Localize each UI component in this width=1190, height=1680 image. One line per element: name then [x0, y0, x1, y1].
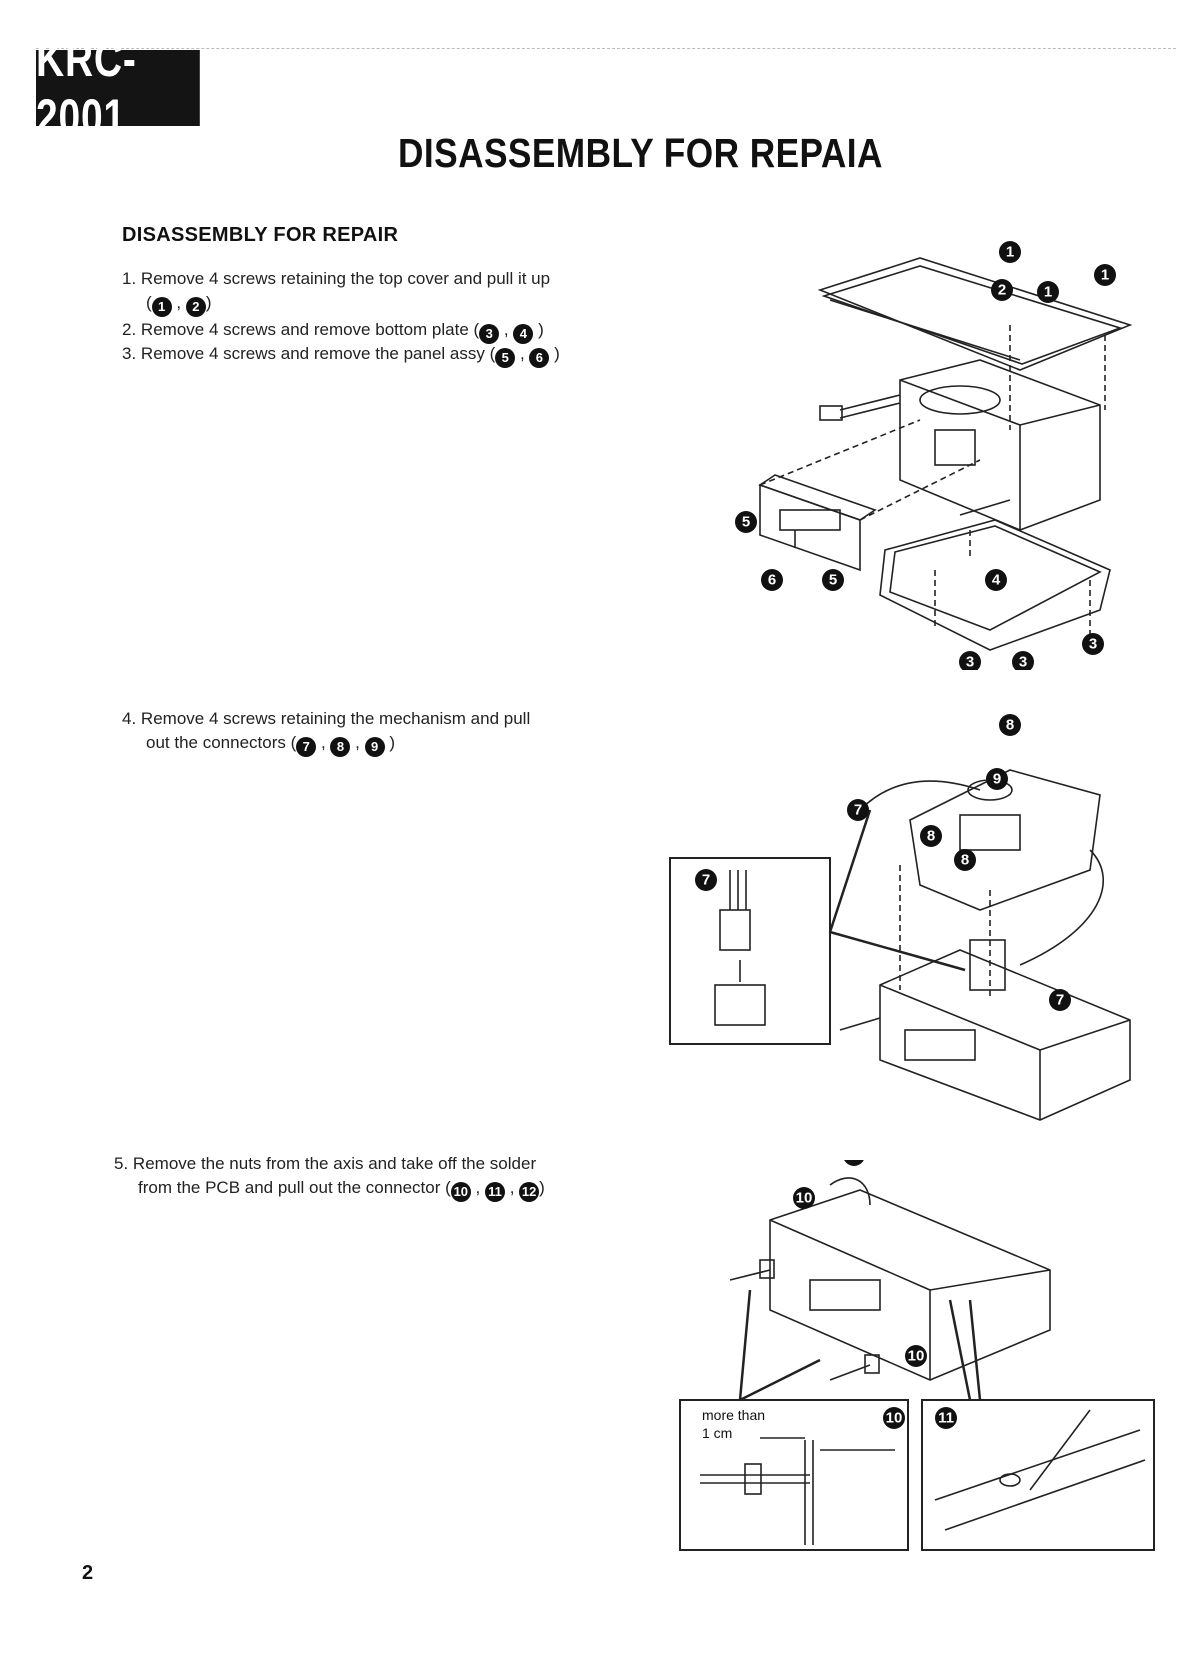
chassis-outline: [899, 359, 1101, 531]
callout-label: 7: [854, 802, 862, 819]
step-3: 3. Remove 4 screws and remove the panel …: [122, 342, 560, 368]
callout-label: 8: [927, 828, 935, 845]
callout-label: 4: [992, 572, 1001, 589]
paren-close: ): [554, 344, 560, 363]
step-5: 5. Remove the nuts from the axis and tak…: [114, 1152, 545, 1202]
fig3-callouts: 12 10 10 10 11: [793, 1160, 957, 1429]
callout-label: 9: [993, 771, 1001, 788]
step-number: 3.: [122, 344, 137, 363]
ref-badge: 3: [479, 324, 500, 344]
chassis-pcb-outline: [769, 1189, 1051, 1381]
ref-badge: 7: [296, 737, 317, 757]
step-1: 1. Remove 4 screws retaining the top cov…: [122, 267, 550, 317]
ref-badge: 12: [519, 1182, 540, 1202]
paren-close: ): [389, 733, 396, 752]
callout-label: 7: [702, 872, 710, 889]
bottom-plate-outline: [879, 519, 1111, 651]
callout-label: 1: [1006, 244, 1014, 261]
panel-assy-outline: [759, 483, 861, 572]
paren-close: ): [539, 1178, 545, 1197]
section-title: DISASSEMBLY FOR REPAIR: [122, 224, 399, 246]
page-number: 2: [82, 1562, 94, 1584]
page-title: DISASSEMBLY FOR REPAIA: [398, 130, 883, 176]
paren-close: ): [538, 320, 544, 339]
step-text: Remove 4 screws and remove bottom plate …: [140, 320, 480, 339]
figure-top-cover-bottom-plate: 1 1 2 1 5 6 5 4 3 3 3: [735, 241, 1133, 670]
ref-badge: 6: [529, 348, 550, 368]
ref-badge: 2: [185, 297, 206, 317]
callout-label: 5: [829, 572, 837, 589]
step-number: 4.: [122, 709, 137, 728]
step-text: Remove 4 screws retaining the top cover …: [140, 269, 551, 288]
figure-axis-pcb: more than 1 cm 12 10 10 10 11: [679, 1160, 1155, 1551]
step-number: 1.: [122, 269, 137, 288]
callout-label: 11: [938, 1410, 954, 1427]
callout-label: 1: [1101, 267, 1109, 284]
paren-open: (: [146, 293, 152, 312]
step-text-2: from the PCB and pull out the connector …: [138, 1178, 451, 1197]
callout-label: 12: [846, 1160, 863, 1164]
connector-detail-inset: [669, 857, 831, 1045]
callout-label: 8: [961, 852, 969, 869]
step-text-2: out the connectors (: [146, 733, 297, 752]
callout-label: 10: [908, 1348, 925, 1365]
top-rule: [36, 48, 1176, 49]
ref-badge: 5: [495, 348, 516, 368]
callout-label: 1: [1044, 284, 1052, 301]
nut-detail-inset: [679, 1399, 909, 1551]
model-badge: KRC-2001: [36, 31, 200, 145]
callout-label: 3: [966, 654, 974, 671]
paren-close: ): [205, 293, 212, 312]
callout-label: 8: [1006, 717, 1014, 734]
ref-badge: 1: [151, 297, 172, 317]
chassis-lower-outline: [879, 949, 1131, 1121]
fig2-callouts: 8 9 7 8 8 7 7: [695, 714, 1071, 1011]
callout-label: 6: [768, 572, 776, 589]
detail-label-line1: more than: [702, 1407, 765, 1423]
callout-label: 10: [886, 1410, 903, 1427]
step-4: 4. Remove 4 screws retaining the mechani…: [122, 707, 530, 757]
top-cover-outline: [817, 257, 1133, 371]
mechanism-outline: [909, 769, 1101, 911]
ref-badge: 4: [513, 324, 534, 344]
callout-label: 10: [796, 1190, 813, 1207]
ref-badge: 8: [330, 737, 351, 757]
ref-badge: 10: [450, 1182, 471, 1202]
callout-label: 3: [1089, 636, 1097, 653]
callout-label: 2: [998, 282, 1006, 299]
step-text: Remove 4 screws retaining the mechanism …: [140, 709, 531, 728]
callout-label: 7: [1056, 992, 1064, 1009]
ref-badge: 9: [364, 737, 385, 757]
step-number: 5.: [114, 1154, 129, 1173]
figure-mechanism: 8 9 7 8 8 7 7: [669, 714, 1131, 1121]
callout-label: 5: [742, 514, 750, 531]
ref-badge: 11: [484, 1182, 505, 1202]
step-text: Remove 4 screws and remove the panel ass…: [140, 344, 496, 363]
step-text: Remove the nuts from the axis and take o…: [132, 1154, 537, 1173]
step-number: 2.: [122, 320, 137, 339]
fig1-callouts: 1 1 2 1 5 6 5 4 3 3 3: [735, 241, 1116, 670]
callout-label: 3: [1019, 654, 1027, 671]
step-2: 2. Remove 4 screws and remove bottom pla…: [122, 318, 544, 344]
detail-label-line2: 1 cm: [702, 1425, 732, 1441]
solder-detail-inset: [921, 1399, 1155, 1551]
